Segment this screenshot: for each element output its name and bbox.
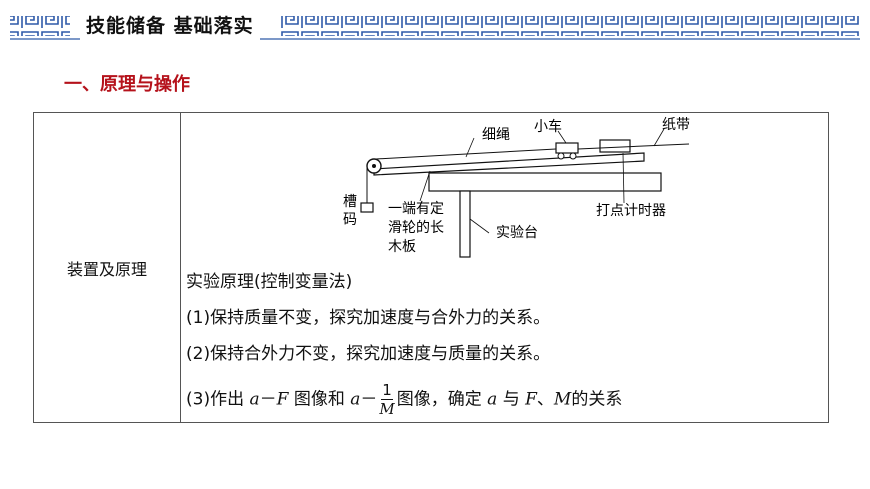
principle-item-1: (1)保持质量不变，探究加速度与合外力的关系。 <box>186 308 551 328</box>
row-label: 装置及原理 <box>66 259 147 279</box>
var-M: M <box>553 389 572 410</box>
label-board-2: 滑轮的长 <box>388 219 444 236</box>
var-F: F <box>525 389 537 410</box>
paper-tape <box>577 143 690 150</box>
rope <box>375 148 557 160</box>
weight-icon <box>360 202 374 213</box>
apparatus-diagram: 细绳 小车 纸带 槽 码 一端有定 滑轮的长 木板 实验台 打点计时器 <box>343 117 690 258</box>
dash: － <box>259 389 277 410</box>
label-lab-table: 实验台 <box>496 225 538 241</box>
lab-table-leg <box>459 190 471 258</box>
section-heading: 一、原理与操作 <box>64 74 190 95</box>
meander-banner <box>10 16 860 40</box>
label-board-3: 木板 <box>388 239 416 255</box>
principle-block: 实验原理(控制变量法) (1)保持质量不变，探究加速度与合外力的关系。 (2)保… <box>186 265 816 418</box>
cart-icon <box>555 142 579 154</box>
item3-prefix: (3)作出 <box>186 389 245 410</box>
long-board <box>373 152 645 176</box>
experiment-table: 装置及原理 细绳 小车 纸带 槽 码 一端有定 <box>33 112 829 423</box>
label-board-1: 一端有定 <box>388 201 444 217</box>
lab-table-top <box>428 172 662 192</box>
principle-title: 实验原理(控制变量法) <box>186 272 353 292</box>
item3-mid-1: 图像和 <box>293 389 345 410</box>
var-a: a <box>487 389 498 410</box>
fraction-numerator: 1 <box>381 381 393 400</box>
item3-mid-3: 与 <box>502 389 520 410</box>
fraction-denominator: M <box>379 400 395 418</box>
item3-mid-2: 图像，确定 <box>396 389 482 410</box>
label-tape: 纸带 <box>662 117 690 133</box>
label-timer: 打点计时器 <box>596 202 666 219</box>
column-divider <box>180 113 181 422</box>
label-weight-1: 槽 <box>343 194 357 210</box>
var-a: a <box>350 389 361 410</box>
principle-item-2: (2)保持合外力不变，探究加速度与质量的关系。 <box>186 344 551 364</box>
dash: － <box>360 389 378 410</box>
var-F: F <box>276 389 289 410</box>
label-rope: 细绳 <box>482 127 510 143</box>
var-a: a <box>249 389 260 410</box>
label-cart: 小车 <box>534 118 562 135</box>
timer-icon <box>599 139 631 153</box>
label-weight-2: 码 <box>343 212 357 228</box>
banner-title: 技能储备 基础落实 <box>80 12 260 40</box>
separator: 、 <box>536 389 554 410</box>
item3-suffix: 的关系 <box>571 389 623 410</box>
